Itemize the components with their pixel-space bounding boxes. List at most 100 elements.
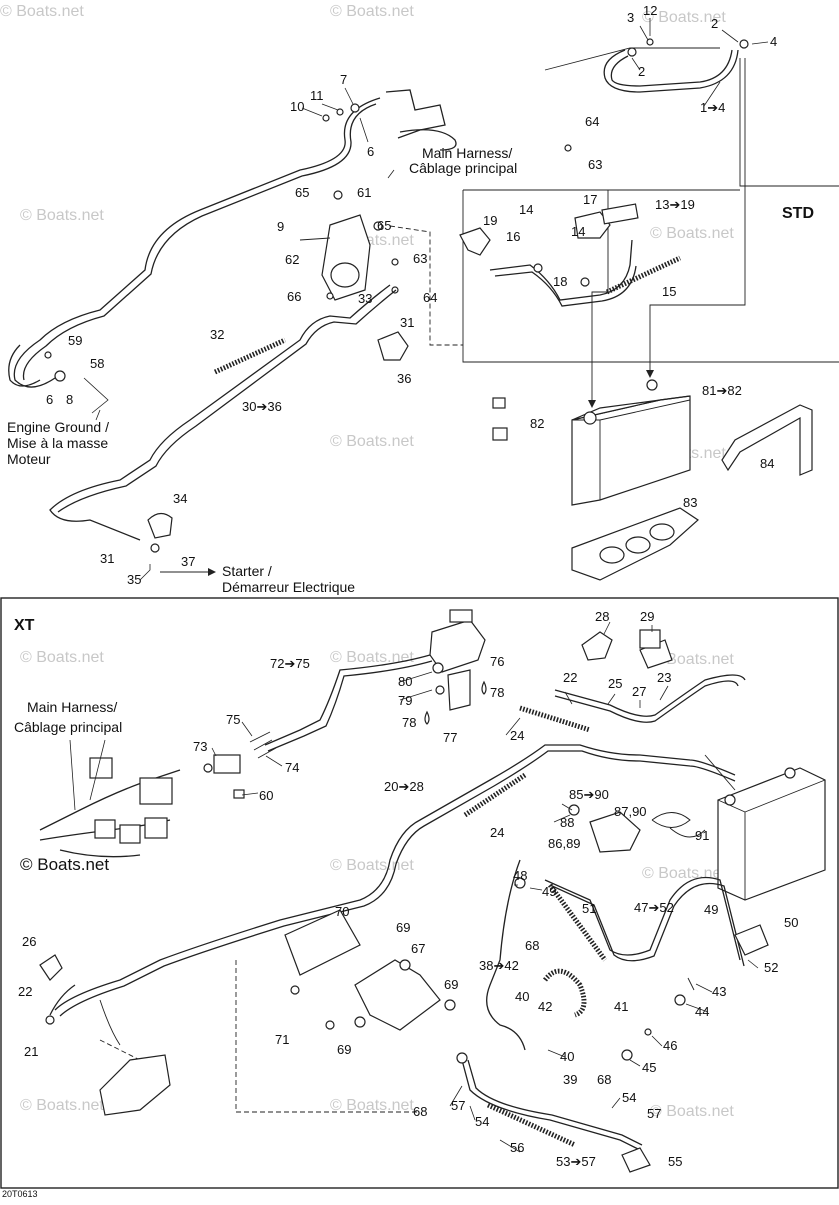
xt-section: XT — [0, 597, 839, 1189]
boot-50 — [734, 924, 769, 956]
grease-icon — [424, 710, 430, 725]
dashed-outline — [235, 960, 420, 1113]
bolt-69 — [354, 1016, 366, 1028]
callout: 69 — [396, 920, 410, 935]
callout: 64 — [423, 290, 437, 305]
callout: 63 — [413, 251, 427, 266]
cable-part-53 — [461, 1059, 641, 1151]
callout: 80 — [398, 674, 412, 689]
cable-part-1 — [603, 49, 739, 93]
seal — [203, 763, 213, 773]
callout: 76 — [490, 654, 504, 669]
pins-75 — [249, 731, 277, 759]
callout: 83 — [683, 495, 697, 510]
cable-part-22-inner — [554, 680, 739, 723]
spiral-wrap-42 — [543, 968, 587, 1018]
boot-55 — [621, 1147, 651, 1173]
callout: 77 — [443, 730, 457, 745]
callout: 88 — [560, 815, 574, 830]
callout: 60 — [259, 788, 273, 803]
callout: 23 — [657, 670, 671, 685]
xt-section-title: XT — [14, 617, 35, 634]
starter-caption: Démarreur Electrique — [222, 579, 355, 595]
callout: 49 — [704, 902, 718, 917]
callout: 70 — [335, 904, 349, 919]
cable-part-5 — [13, 97, 381, 388]
callout: 32 — [210, 327, 224, 342]
main-harness-caption: Câblage principal — [409, 160, 517, 176]
callout: 81➔82 — [702, 383, 742, 398]
callout: 62 — [285, 252, 299, 267]
callout: 37 — [181, 554, 195, 569]
watermark: © Boats.net — [330, 649, 414, 666]
terminal-21 — [45, 1015, 55, 1025]
watermark: © Boats.net — [650, 225, 734, 242]
nut-63 — [564, 144, 572, 152]
watermark: © Boats.net — [330, 433, 414, 450]
callout: 35 — [127, 572, 141, 587]
callout: 28 — [595, 609, 609, 624]
starter-terminal — [150, 543, 160, 553]
callout: 84 — [760, 456, 774, 471]
spiral-wrap-24 — [519, 705, 591, 733]
boot-34 — [147, 512, 173, 539]
ground-loop — [8, 344, 41, 387]
xt-main-harness-caption: Câblage principal — [14, 719, 122, 735]
engine-ground-caption: Mise à la masse — [7, 435, 108, 451]
tray-hole — [649, 523, 675, 541]
callout: 29 — [640, 609, 654, 624]
nut — [322, 114, 330, 122]
arrow-head — [646, 370, 654, 378]
callout: 53➔57 — [556, 1154, 596, 1169]
engine-ground-caption: Moteur — [7, 451, 51, 467]
battery-arrow — [704, 754, 736, 791]
callout: 75 — [226, 712, 240, 727]
boot-17 — [574, 211, 611, 239]
callout: 79 — [398, 693, 412, 708]
bolt-43 — [687, 977, 695, 991]
harness-connector — [144, 817, 168, 839]
main-harness-cable — [399, 129, 457, 151]
watermark: © Boats.net — [650, 651, 734, 668]
watermark: © Boats.net — [330, 3, 414, 20]
callout: 46 — [663, 1038, 677, 1053]
std-section-title: STD — [782, 205, 814, 222]
watermark: © Boats.net — [20, 1097, 104, 1114]
nut — [326, 292, 334, 300]
callout: 69 — [444, 977, 458, 992]
std-frame-line — [462, 190, 839, 363]
terminal-48 — [514, 877, 526, 889]
watermark: © Boats.net — [330, 857, 414, 874]
callout: 41 — [614, 999, 628, 1014]
connector-73 — [213, 754, 241, 774]
grease-icon — [481, 680, 487, 695]
arrow-head — [588, 400, 596, 408]
callout: 85➔90 — [569, 787, 609, 802]
callout: 48 — [513, 868, 527, 883]
spiral-wrap-32 — [213, 337, 287, 375]
callout: 56 — [510, 1140, 524, 1155]
callout: 39 — [563, 1072, 577, 1087]
callout: 19 — [483, 213, 497, 228]
cable-part-20 — [54, 744, 736, 1011]
cable-part-30-inner — [57, 289, 397, 513]
fuse-holder — [589, 811, 641, 853]
arrow-head — [208, 568, 216, 576]
callout: 68 — [597, 1072, 611, 1087]
std-dashed-line — [389, 225, 463, 346]
callout: 49 — [542, 884, 556, 899]
callout: 91 — [695, 828, 709, 843]
cable-part-47-inner — [549, 882, 745, 967]
callout: 12 — [643, 3, 657, 18]
callout: 42 — [538, 999, 552, 1014]
washer-79 — [435, 685, 445, 695]
callout: 58 — [90, 356, 104, 371]
harness-connector — [89, 757, 113, 779]
callout: 17 — [583, 192, 597, 207]
tray-hole — [599, 546, 625, 564]
ring-terminal — [627, 47, 637, 57]
callout: 24 — [490, 825, 504, 840]
callout: 65 — [377, 218, 391, 233]
cable-part-22 — [554, 674, 746, 717]
